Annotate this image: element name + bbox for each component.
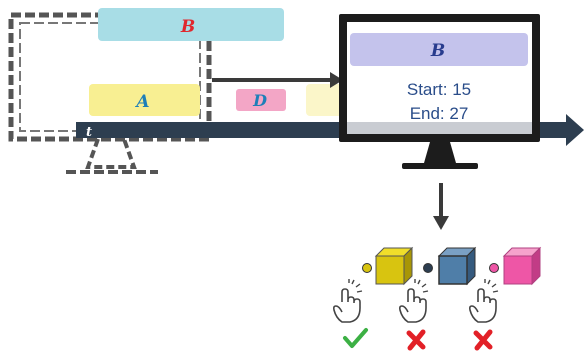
detail-panel: B Start: 15 End: 27 xyxy=(350,33,528,123)
tapping-hand-icon xyxy=(468,279,499,323)
left-monitor-stand xyxy=(85,138,137,169)
check-icon xyxy=(343,328,368,348)
time-axis-label: t xyxy=(86,125,92,140)
choice-pink[interactable] xyxy=(489,246,542,286)
down-arrow xyxy=(433,183,449,230)
interval-label: A xyxy=(134,92,149,112)
choice-blue[interactable] xyxy=(423,246,477,286)
right-monitor-base xyxy=(402,163,478,169)
cross-icon xyxy=(473,329,493,351)
cube-icon xyxy=(374,246,414,286)
choice-yellow[interactable] xyxy=(362,246,414,286)
timeline-arrowhead xyxy=(566,114,584,146)
cube-icon xyxy=(502,246,542,286)
interval-bar-a: A xyxy=(89,84,200,116)
interval-rect xyxy=(89,84,200,116)
interval-label: D xyxy=(252,91,267,110)
detail-panel-label: B xyxy=(430,41,445,61)
right-monitor-stand xyxy=(424,142,456,163)
detail-start-text: Start: 15 xyxy=(407,80,471,99)
down-arrow-head xyxy=(433,216,449,230)
tapping-hand-icon xyxy=(332,279,363,323)
detail-end-text: End: 27 xyxy=(410,104,469,123)
tapping-hand-icon xyxy=(398,279,429,323)
right-monitor-timeline-strip xyxy=(347,122,532,134)
interval-rect xyxy=(98,8,284,41)
selector-dot xyxy=(362,263,372,273)
detail-panel-header xyxy=(350,33,528,66)
transfer-arrow xyxy=(212,72,343,88)
selector-dot xyxy=(423,263,433,273)
interval-label: B xyxy=(180,17,195,37)
interval-bar-b-top: B xyxy=(98,8,284,41)
interval-rect xyxy=(236,89,286,111)
selector-dot xyxy=(489,263,499,273)
transfer-arrow-head xyxy=(330,72,343,88)
cube-icon xyxy=(437,246,477,286)
interval-bar-d: D xyxy=(236,89,286,111)
cross-icon xyxy=(406,329,426,351)
